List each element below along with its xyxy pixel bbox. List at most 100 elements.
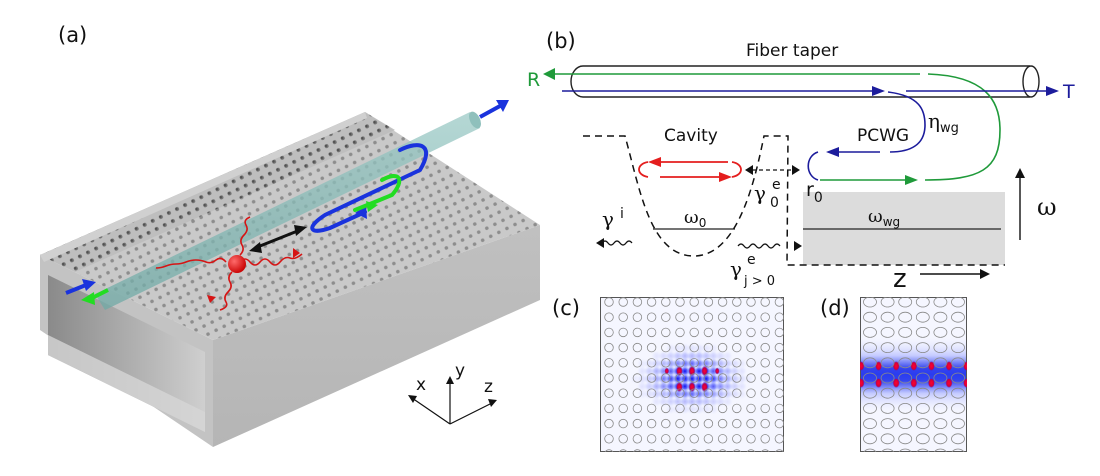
hole (732, 418, 742, 429)
hole (898, 418, 913, 429)
hole (774, 403, 784, 414)
hole (604, 403, 614, 414)
hole (661, 403, 671, 414)
slab-back-rim (40, 112, 367, 262)
hole (689, 312, 699, 322)
waveguide-band (803, 192, 1005, 265)
hole (915, 387, 930, 399)
cavity-arrowhead-left (648, 157, 661, 167)
coupling-arrow (249, 225, 307, 253)
hole (717, 312, 728, 322)
field-hotspot (910, 361, 918, 371)
hole (732, 312, 742, 322)
hole (880, 297, 895, 308)
hole (703, 373, 714, 383)
hole (675, 327, 685, 338)
gamma-ej-arrowhead (794, 241, 802, 251)
hole (746, 373, 756, 383)
hole (632, 327, 643, 338)
hole (774, 388, 784, 398)
hole (915, 403, 930, 414)
hole (863, 448, 877, 452)
hole (760, 373, 770, 383)
hole (915, 357, 930, 369)
hole (604, 388, 614, 398)
hole (703, 418, 714, 429)
hole (933, 297, 948, 308)
hole (675, 449, 685, 452)
hole (646, 327, 657, 338)
hole (951, 327, 965, 338)
hole (661, 312, 671, 322)
hole (760, 449, 770, 452)
hole (863, 311, 877, 323)
hole (881, 448, 895, 452)
hole (732, 403, 742, 414)
hole (604, 418, 614, 429)
slab-top-back-strip (40, 112, 395, 272)
hole (760, 434, 770, 444)
hole (951, 387, 965, 399)
hole (661, 449, 671, 452)
z-axis-arrowhead (980, 269, 990, 279)
hole (933, 342, 948, 353)
hole (703, 312, 714, 322)
hole (863, 357, 877, 369)
hole (646, 388, 657, 398)
hole (717, 418, 728, 429)
hole (703, 403, 714, 414)
hole (689, 449, 699, 452)
fiber-taper-label: Fiber taper (746, 41, 838, 61)
hole (704, 449, 713, 452)
hole (732, 342, 742, 353)
hole (898, 372, 913, 384)
hole (933, 418, 948, 429)
photonic-crystal-holes (863, 297, 965, 452)
field-hotspot (945, 361, 953, 371)
field-hotspot (892, 361, 900, 371)
field-lobe (736, 388, 748, 400)
gamma-ej-label: γ (730, 257, 742, 281)
hole (898, 387, 913, 399)
gamma-e0-sub: 0 (770, 195, 779, 211)
hole (951, 357, 965, 369)
hole (933, 327, 948, 338)
field-hotspot (701, 381, 709, 393)
hole (618, 449, 628, 452)
hole (618, 312, 628, 322)
cavity-mode-loop (638, 161, 742, 178)
hole (915, 297, 930, 308)
hole (717, 358, 728, 368)
cavity-label: Cavity (664, 126, 718, 146)
hole (689, 358, 699, 368)
pcwg-back-arrowhead (826, 147, 839, 157)
hole (898, 403, 913, 414)
hole (618, 434, 628, 444)
hole (632, 342, 643, 353)
hole (951, 342, 965, 353)
hole (746, 418, 756, 429)
hole (717, 297, 728, 307)
hole (760, 388, 770, 398)
hole (746, 358, 756, 368)
hole (646, 434, 657, 444)
hole (689, 327, 699, 338)
hole (717, 388, 728, 398)
hole (604, 449, 614, 452)
hole (933, 387, 948, 399)
hole (863, 418, 877, 429)
hole (732, 327, 742, 338)
hole (689, 373, 699, 383)
hole (915, 418, 930, 429)
waveguide-field-band (861, 337, 966, 412)
hole (689, 297, 699, 307)
field-lobe (707, 403, 719, 415)
hole (646, 418, 657, 429)
hole (915, 372, 930, 384)
hole (632, 297, 643, 307)
reflected-path (552, 73, 1001, 181)
hole (863, 387, 877, 399)
hole (732, 373, 742, 383)
hole (632, 388, 643, 398)
hole (647, 449, 656, 452)
